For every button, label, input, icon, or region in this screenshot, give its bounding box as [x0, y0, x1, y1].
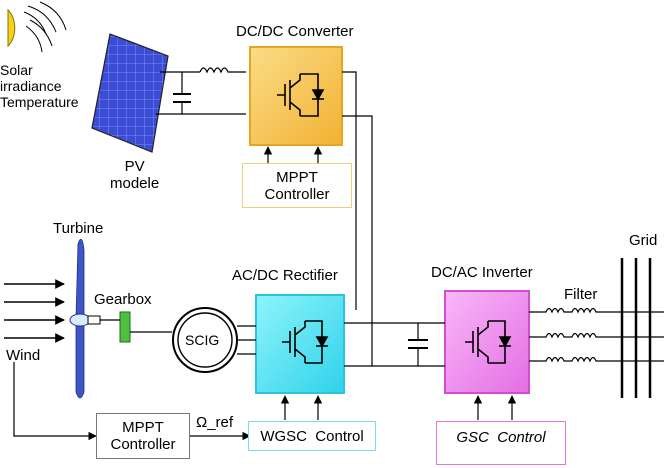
igbt-symbol-inverter — [465, 320, 512, 364]
turbine-label: Turbine — [53, 220, 104, 237]
solar-irradiance-label: Solar irradiance Temperature — [0, 62, 79, 110]
omega-ref-label: Ω_ref — [196, 414, 234, 431]
wgsc-control-arrows — [280, 395, 323, 420]
mppt-controller-top: MPPT Controller — [242, 163, 352, 208]
dcdc-converter-title: DC/DC Converter — [236, 23, 354, 40]
grid-label: Grid — [629, 232, 658, 249]
scig-generator-icon — [172, 307, 256, 373]
pv-panel-icon — [91, 33, 169, 153]
solar-label-line-1: Solar irradiance Temperature — [0, 62, 79, 110]
mppt-controller-bottom-label: MPPT Controller — [110, 419, 176, 453]
mppt-controller-top-label: MPPT Controller — [264, 169, 330, 203]
gearbox-label: Gearbox — [94, 291, 152, 308]
wind-label: Wind — [6, 347, 41, 364]
acdc-rectifier-block — [255, 294, 345, 394]
wgsc-control-label: WGSC Control — [260, 428, 364, 445]
dcdc-converter-block — [249, 46, 343, 146]
dcac-inverter-title: DC/AC Inverter — [431, 264, 533, 281]
grid-bus-lines — [620, 258, 652, 398]
gsc-control-box: GSC Control — [436, 421, 566, 465]
mppt-top-control-arrows — [263, 146, 323, 163]
mppt-controller-bottom: MPPT Controller — [96, 413, 190, 459]
wgsc-control-box: WGSC Control — [248, 421, 376, 451]
filter-label: Filter — [564, 286, 598, 303]
igbt-symbol-rectifier — [282, 320, 329, 364]
igbt-symbol-dcdc — [277, 73, 325, 117]
gsc-control-arrows — [473, 395, 517, 420]
dc-bus-wiring — [342, 71, 445, 367]
gearbox-icon — [100, 311, 172, 343]
dcac-inverter-block — [444, 290, 530, 394]
gsc-control-label: GSC Control — [456, 429, 546, 446]
scig-label: SCIG — [185, 332, 220, 348]
sun-icon — [7, 1, 67, 53]
pv-module-label: PV modele — [110, 158, 160, 192]
pv-wiring — [156, 67, 246, 115]
wind-arrows — [4, 279, 65, 343]
turbine-icon — [69, 238, 101, 399]
wind-speed-signal — [13, 362, 251, 441]
acdc-rectifier-title: AC/DC Rectifier — [232, 267, 338, 284]
filter-inductors — [529, 307, 664, 363]
